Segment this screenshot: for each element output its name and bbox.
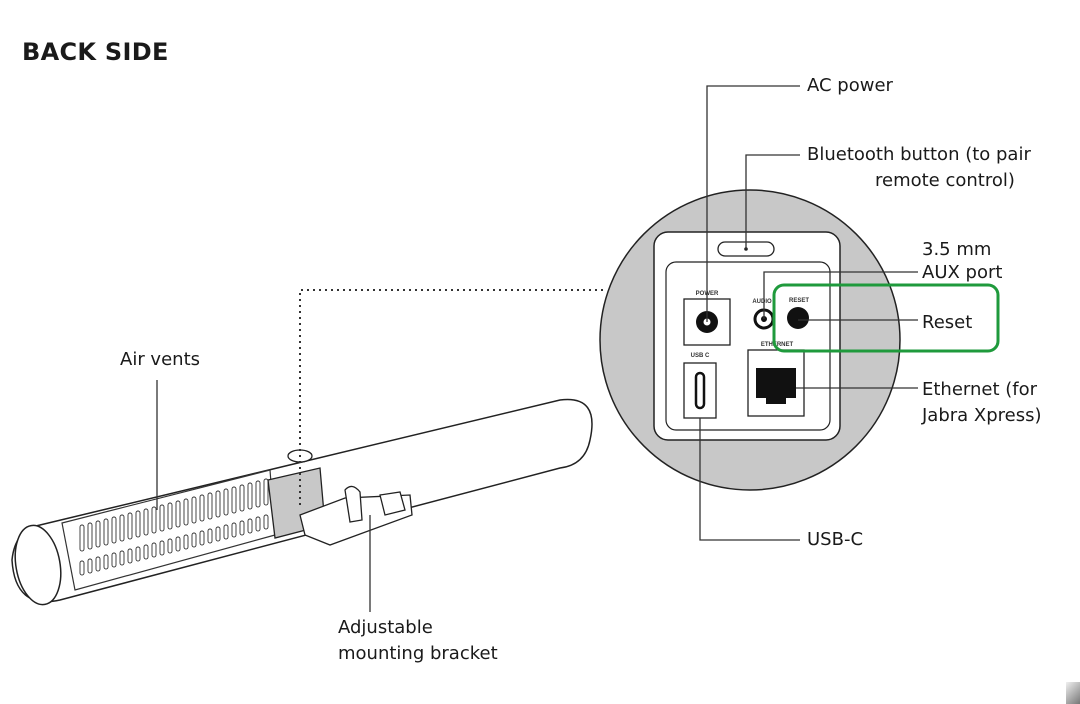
- label-air-vents: Air vents: [120, 349, 201, 370]
- vent-slot: [151, 542, 157, 558]
- vent-slot: [119, 514, 125, 542]
- ethernet-port-label: ETHERNET: [761, 342, 794, 348]
- vent-slot: [239, 484, 245, 512]
- reset-highlight-box: [772, 283, 1000, 353]
- page-title: BACK SIDE: [22, 38, 169, 66]
- corner-fold: [1066, 682, 1080, 704]
- vent-slot: [135, 546, 141, 562]
- vent-slot: [79, 560, 85, 576]
- vent-slot: [127, 512, 133, 540]
- label-usbc: USB-C: [807, 529, 864, 550]
- vent-slot: [127, 548, 133, 564]
- vent-slot: [231, 486, 237, 514]
- vent-slot: [111, 516, 117, 544]
- vent-slot: [103, 518, 109, 546]
- label-ethernet-1: Ethernet (for: [922, 379, 1038, 400]
- reset-port: [787, 307, 809, 329]
- air-vents-grille: [61, 469, 276, 591]
- vent-slot: [255, 480, 261, 508]
- audio-port-label: AUDIO: [752, 299, 772, 305]
- vent-slot: [199, 530, 205, 546]
- label-reset: Reset: [922, 312, 973, 333]
- label-ethernet-2: Jabra Xpress): [922, 405, 1042, 426]
- vent-slot: [247, 482, 253, 510]
- vent-slot: [263, 478, 269, 506]
- vent-slot: [239, 520, 245, 536]
- vent-slot: [87, 558, 93, 574]
- vent-slot: [159, 504, 165, 532]
- vent-slot: [215, 490, 221, 518]
- vent-slot: [183, 498, 189, 526]
- vent-slot: [135, 510, 141, 538]
- vent-slot: [247, 518, 253, 534]
- label-bluetooth-2: remote control): [875, 170, 1015, 191]
- vent-slot: [175, 500, 181, 528]
- vent-slot: [183, 534, 189, 550]
- usbc-port-label: USB C: [691, 353, 710, 359]
- vent-slot: [151, 506, 157, 534]
- vent-slot: [167, 502, 173, 530]
- leader-lines: [156, 85, 918, 612]
- vent-slot: [223, 524, 229, 540]
- vent-slot: [255, 516, 261, 532]
- vent-slot: [143, 508, 149, 536]
- label-ac-power: AC power: [807, 75, 893, 96]
- label-bracket-1: Adjustable: [338, 617, 433, 638]
- label-aux-1: 3.5 mm: [922, 239, 992, 260]
- vent-slot: [191, 496, 197, 524]
- vent-slot: [199, 494, 205, 522]
- vent-slot: [159, 540, 165, 556]
- vent-slot: [263, 514, 269, 530]
- vent-slot: [79, 524, 85, 552]
- vent-slot: [231, 522, 237, 538]
- vent-slot: [215, 526, 221, 542]
- vent-slot: [119, 550, 125, 566]
- vent-slot: [95, 556, 101, 572]
- label-bluetooth-1: Bluetooth button (to pair: [807, 144, 1031, 165]
- vent-slot: [223, 488, 229, 516]
- vent-slot: [95, 520, 101, 548]
- vent-slot: [175, 536, 181, 552]
- reset-port-label: RESET: [789, 298, 809, 304]
- label-bracket-2: mounting bracket: [338, 643, 498, 664]
- vent-slot: [167, 538, 173, 554]
- vent-slot: [207, 528, 213, 544]
- vent-slot: [111, 552, 117, 568]
- vent-slot: [191, 532, 197, 548]
- vent-slot: [87, 522, 93, 550]
- vent-slot: [207, 492, 213, 520]
- label-aux-2: AUX port: [922, 262, 1003, 283]
- vent-slot: [103, 554, 109, 570]
- vent-slot: [143, 544, 149, 560]
